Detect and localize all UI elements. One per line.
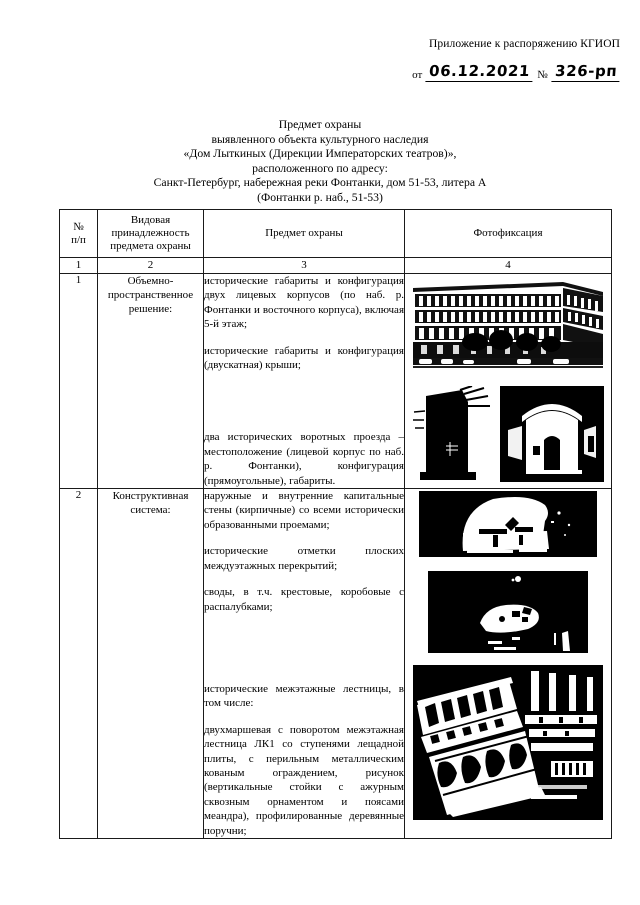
row-kind-line1: Конструктивная [112,490,189,503]
subject-item: двухмаршевая с поворотом межэтажная лест… [204,723,404,837]
protection-subject-table: № п/п Видовая принадлежность предмета ох… [59,209,612,839]
subject-item: исторические отметки плоских междуэтажны… [204,545,404,572]
header-number-line2: п/п [71,233,86,246]
table-row: 2 Конструктивная система: наружные и вну… [59,488,612,839]
row-kind-line2: пространственное [107,289,194,301]
colnum-1: 1 [59,257,98,274]
colnum-2: 2 [97,257,204,274]
header-cell-number: № п/п [59,209,98,258]
row-kind-line3: решение: [128,303,173,315]
from-label: от [412,68,423,81]
gate-photo-left [412,386,496,482]
table-header-row: № п/п Видовая принадлежность предмета ох… [59,209,612,258]
subject-item: исторические габариты и конфигурация (дв… [204,344,404,372]
row-photo-cell [404,272,612,490]
title-line-2: выявленного объекта культурного наследия [211,132,429,146]
header-cell-photo: Фотофиксация [404,209,612,258]
header-number-line1: № [73,220,84,233]
colnum-3: 3 [203,257,405,274]
staircase-photo [413,665,603,821]
facade-photo [413,276,603,374]
table-column-numbering-row: 1 2 3 4 [59,257,612,274]
header-kind-line2: принадлежность [111,227,190,239]
appendix-header: Приложение к распоряжению КГИОП от 06.12… [330,38,621,82]
vaults-photo [419,491,597,558]
row-kind-cell: Объемно- пространственное решение: [97,272,204,490]
title-line-3: «Дом Лыткиных (Дирекции Императорских те… [183,147,457,161]
title-line-4: расположенного по адресу: [252,161,388,175]
order-number-value: 326-рп [551,62,621,82]
row-subject-cell: исторические габариты и конфигурация дву… [203,272,405,490]
subject-item: исторические межэтажные лестницы, в том … [204,682,404,710]
order-reference-line: от 06.12.2021 № 326-рп [330,62,621,82]
row-number: 2 [59,488,98,839]
header-cell-subject: Предмет охраны [203,209,405,258]
colnum-4: 4 [404,257,612,274]
gates-photo [412,386,604,482]
title-line-6: (Фонтанки р. наб., 51-53) [257,190,383,204]
title-line-5: Санкт-Петербург, набережная реки Фонтанк… [153,176,487,190]
order-date-value: 06.12.2021 [425,62,534,82]
vaults-photo-secondary [428,571,588,654]
row-number: 1 [59,272,98,490]
header-cell-kind: Видовая принадлежность предмета охраны [97,209,204,258]
row-subject-cell: наружные и внутренние капитальные стены … [203,488,405,839]
number-label: № [537,68,548,81]
table-row: 1 Объемно- пространственное решение: ист… [59,272,612,490]
row-kind-line2: система: [130,504,171,517]
title-line-1: Предмет охраны [278,118,362,131]
header-kind-line3: предмета охраны [110,240,191,252]
subject-item: наружные и внутренние капитальные стены … [204,490,404,531]
appendix-title: Приложение к распоряжению КГИОП [429,38,620,50]
subject-item: два исторических воротных проезда – мест… [204,431,404,487]
row-kind-cell: Конструктивная система: [97,488,204,839]
row-photo-cell [404,488,612,839]
subject-item: своды, в т.ч. крестовые, коробовые с рас… [204,586,404,613]
document-title-block: Предмет охраны выявленного объекта культ… [50,118,590,206]
row-kind-line1: Объемно- [127,275,174,287]
subject-item: исторические габариты и конфигурация дву… [204,275,404,331]
header-kind-line1: Видовая [130,214,171,226]
gate-photo-right [500,386,604,482]
